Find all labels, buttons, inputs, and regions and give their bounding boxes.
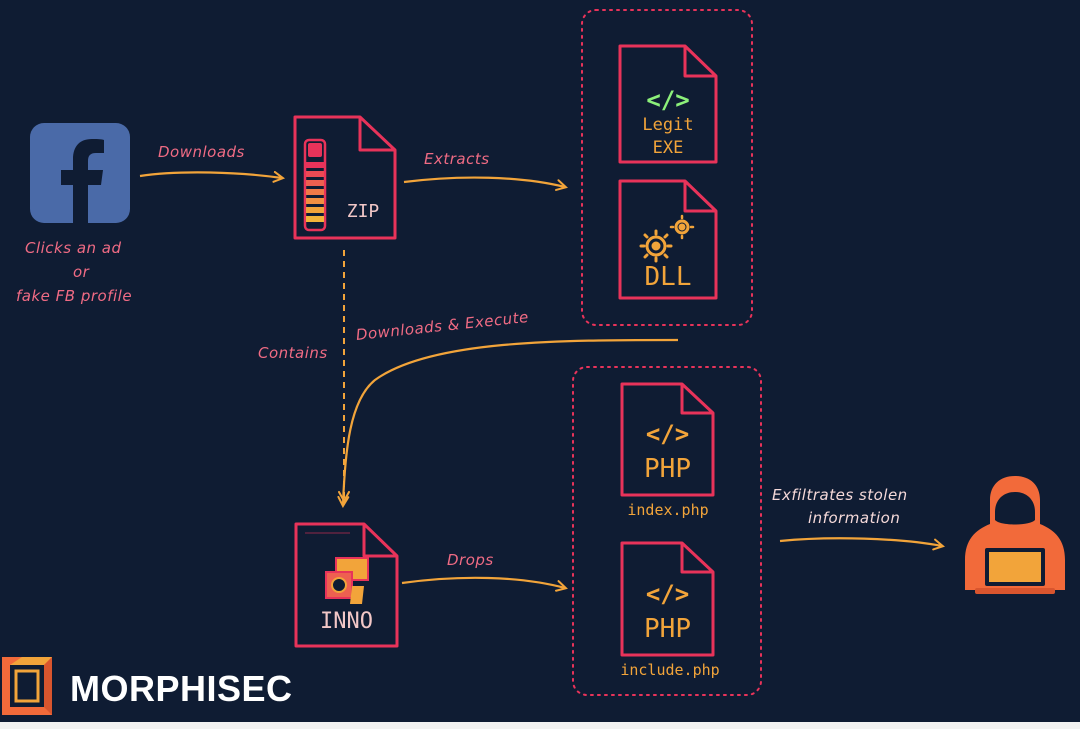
zip-label: ZIP [346, 201, 380, 222]
edge-label-extracts: Extracts [424, 150, 490, 168]
php1-filename: index.php [627, 501, 709, 519]
arrow-exfiltrates [779, 537, 942, 546]
edge-label-exfiltrates-1: Exfiltrates stolen [772, 486, 908, 504]
arrow-drops [401, 576, 565, 588]
arrow-downloads [139, 172, 282, 178]
legit-exe-symbol: </> [646, 86, 690, 114]
edge-label-contains: Contains [258, 344, 328, 362]
legit-exe-label-line-1: Legit [642, 115, 694, 135]
source-label-line-3: fake FB profile [16, 287, 133, 305]
php1-type-label: PHP [644, 454, 691, 484]
php2-type-label: PHP [644, 614, 691, 644]
gears-icon [639, 214, 695, 263]
facebook-icon [30, 123, 130, 223]
php1-symbol: </> [645, 420, 690, 448]
bottom-strip [0, 722, 1080, 729]
zip-file-icon [293, 115, 397, 240]
brand-name: MORPHISEC [70, 668, 293, 709]
php2-symbol: </> [645, 580, 690, 608]
inno-label: INNO [320, 609, 373, 634]
source-label-line-1: Clicks an ad [25, 239, 122, 257]
dll-label: DLL [644, 262, 692, 292]
source-label-line-2: or [73, 263, 90, 281]
group-box-dropped [572, 366, 762, 696]
morphisec-logo-icon [2, 657, 52, 715]
inno-file-icon [294, 522, 399, 648]
php-file-icon-index [620, 382, 715, 497]
edge-label-exfiltrates-2: information [808, 509, 901, 527]
hacker-icon [965, 476, 1065, 594]
group-box-extracted [581, 9, 753, 326]
php-file-icon-include [620, 541, 715, 657]
php2-filename: include.php [620, 661, 720, 679]
dll-file-icon [618, 179, 718, 300]
legit-exe-file-icon [618, 44, 718, 164]
legit-exe-label-line-2: EXE [652, 138, 684, 158]
edge-label-downloads: Downloads [158, 143, 245, 161]
arrow-downloads-execute [343, 338, 679, 505]
installer-icon [325, 557, 369, 604]
edge-label-drops: Drops [447, 551, 494, 569]
arrow-extracts [403, 176, 565, 187]
